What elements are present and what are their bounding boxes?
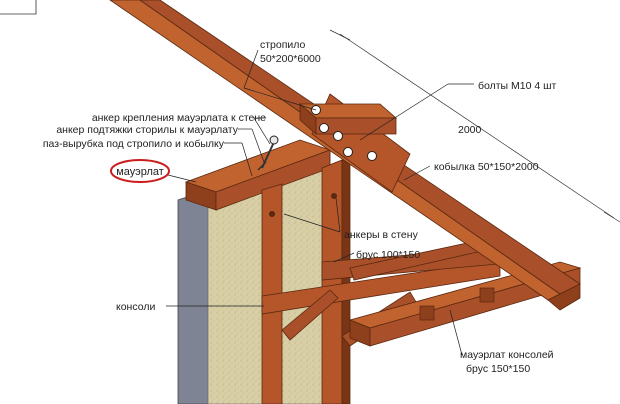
anchor-bolt xyxy=(269,211,275,217)
label-dimension: 2000 xyxy=(458,124,482,136)
mauerlat-beam xyxy=(184,139,332,211)
label-mauerlat-consoles: мауэрлат консолей xyxy=(460,349,554,361)
label-rafter: стропило xyxy=(260,39,306,51)
dimension-2000 xyxy=(329,29,620,223)
label-anchor-strut: анкер подтяжки сторилы к мауэрлату xyxy=(56,124,238,136)
frame-corner-line xyxy=(0,0,37,15)
label-beam-100: брус 100*150 xyxy=(356,249,420,261)
label-rafter-size: 50*200*6000 xyxy=(260,53,321,65)
label-beam-150: брус 150*150 xyxy=(466,363,530,375)
label-kobylka: кобылка 50*150*2000 xyxy=(434,161,539,173)
label-anchor-mauerlat: анкер крепления мауэрлата к стене xyxy=(92,112,266,124)
wall-side-face xyxy=(177,189,209,404)
label-bolts: болты М10 4 шт xyxy=(478,80,557,92)
highlight-circle xyxy=(110,159,170,183)
leader-lines xyxy=(166,49,474,356)
anchor-bolt xyxy=(331,193,337,199)
label-groove: паз-вырубка под стропило и кобылку xyxy=(43,138,225,150)
mauerlat-anchor xyxy=(257,135,279,171)
console-beams xyxy=(261,235,521,347)
label-consoles: консоли xyxy=(116,301,155,313)
label-wall-anchors: анкеры в стену xyxy=(344,229,419,241)
label-mauerlat: мауэрлат xyxy=(116,166,164,178)
vertical-posts xyxy=(261,159,351,404)
